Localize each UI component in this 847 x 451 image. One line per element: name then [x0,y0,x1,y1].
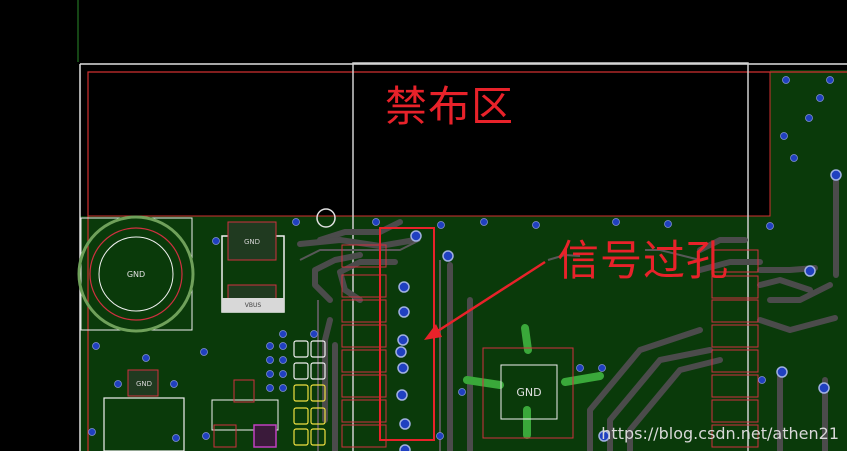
thin-trace-group [299,239,701,451]
component-top-tiny-label: VBUS [245,302,262,309]
signal-vias [395,230,422,451]
component-top-pad-label: GND [244,238,260,246]
stitching-vias [88,76,834,442]
mounting-hole-label: GND [127,270,145,279]
mounting-hole-drill [98,236,174,312]
signal-via-label: 信号过孔 [557,236,730,285]
large-vias [442,169,842,442]
center-pad-inner [500,364,558,420]
annotation-arrow-head [424,324,442,340]
small-component-c [213,424,237,448]
connector-pads-right [711,249,759,448]
component-left-pad [127,369,159,397]
connector-pads-left [341,244,387,448]
component-top-pad [227,221,277,261]
keepout-inner-boundary [88,72,771,217]
component-left-pad-label: GND [136,380,152,388]
fiducial-marker [316,208,336,228]
keepout-boundary [87,71,847,451]
small-component-b [233,379,255,403]
trace-group [297,172,839,451]
component-left-body [103,397,185,451]
mounting-hole-copper-ring [89,227,183,321]
small-component-d [253,424,277,448]
passive-pad-pairs [293,340,326,446]
center-pad-label: GND [516,386,541,399]
keepout-zone-label: 禁布区 [385,82,515,131]
center-pad-outer [482,347,574,439]
annotation-arrow-line [429,260,546,338]
mounting-hole-outer-ring [77,215,195,333]
component-top-silk-bar [222,298,284,312]
watermark-text: https://blog.csdn.net/athen21 [601,424,839,443]
small-component-a [211,399,279,431]
